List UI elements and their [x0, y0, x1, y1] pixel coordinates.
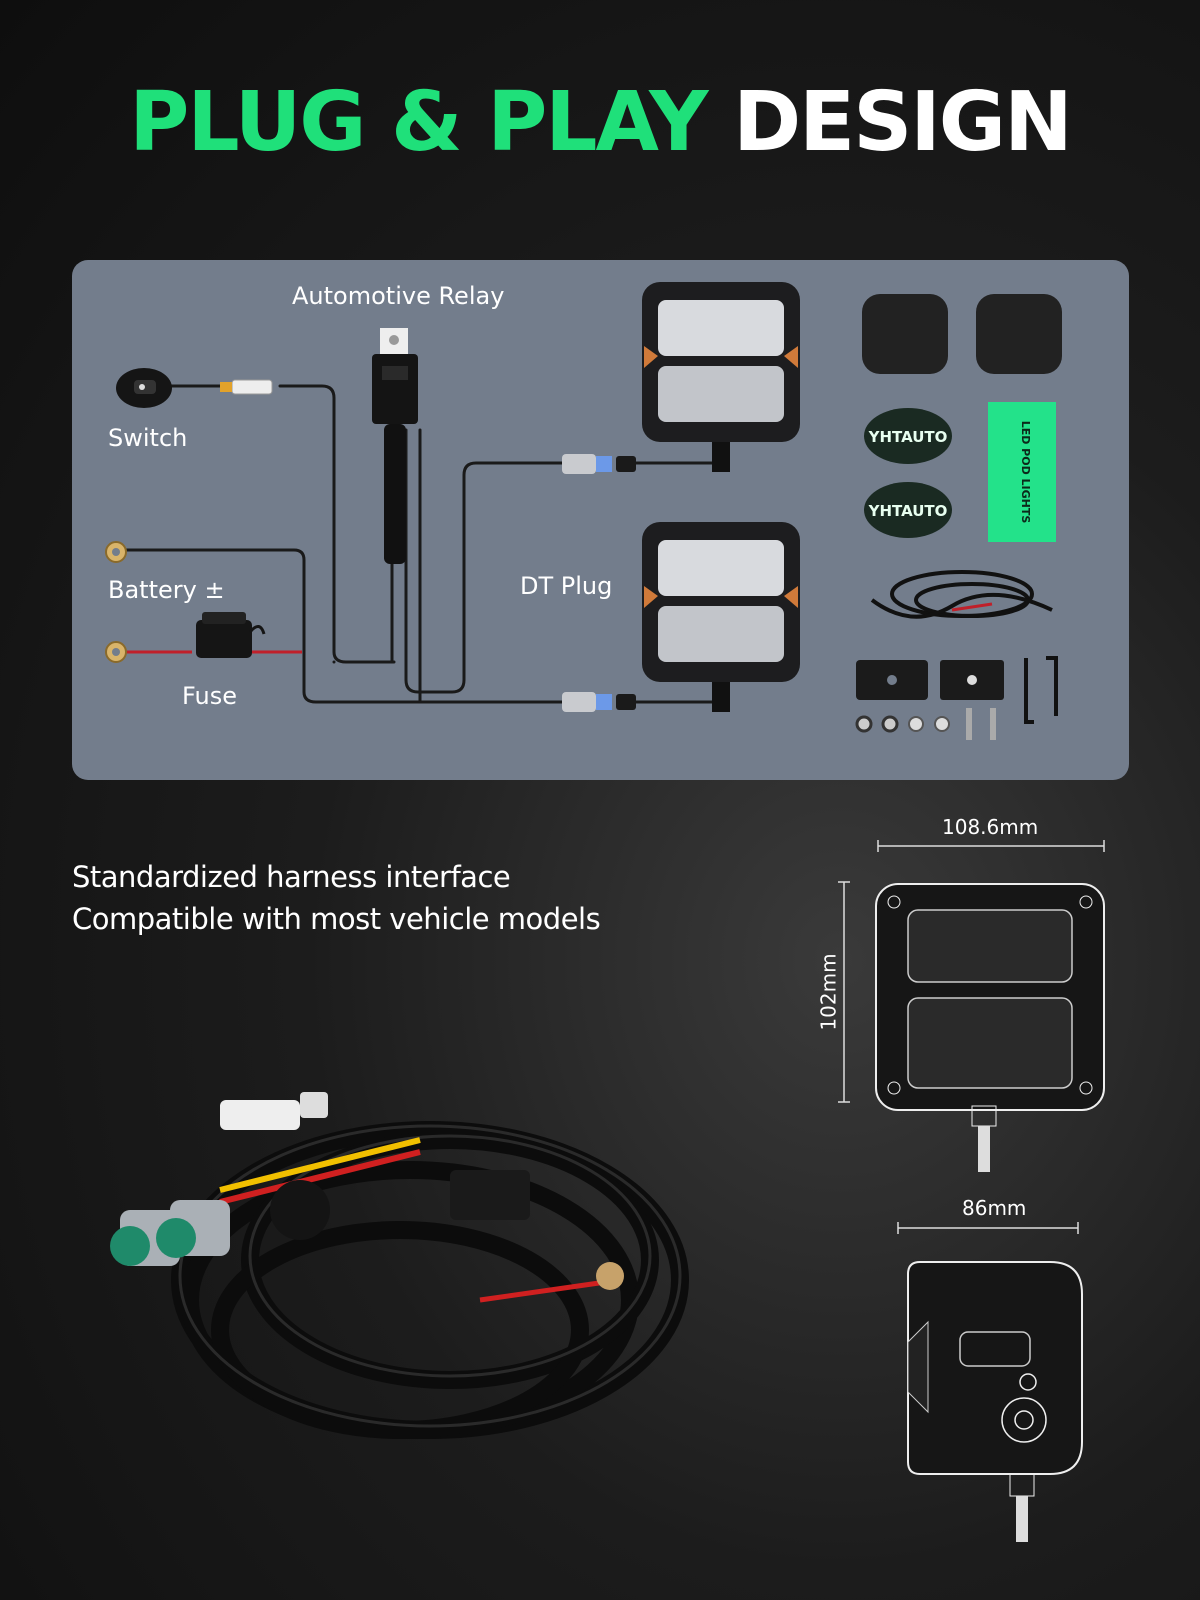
pod-light-icon: [642, 522, 800, 712]
label-fuse: Fuse: [182, 682, 237, 710]
label-dt-plug: DT Plug: [520, 572, 613, 600]
fuse-icon: [196, 612, 266, 658]
switch-icon: [116, 368, 172, 408]
sticker-icon: YHTAUTO YHTAUTO: [864, 408, 952, 538]
lens-cover-icon: [862, 294, 1062, 374]
svg-text:LED POD LIGHTS: LED POD LIGHTS: [1019, 421, 1032, 524]
wire-harness-icon: [870, 570, 1053, 619]
svg-text:YHTAUTO: YHTAUTO: [868, 502, 948, 520]
width-dimension-line: [877, 840, 1105, 852]
label-battery: Battery ±: [108, 576, 225, 604]
height-dimension-line: [838, 881, 850, 1103]
product-card-icon: LED POD LIGHTS: [988, 402, 1056, 542]
dim-height: 102mm: [816, 953, 841, 1031]
label-switch: Switch: [108, 424, 188, 452]
battery-terminal-icon: [105, 541, 127, 663]
tagline-line1: Standardized harness interface: [72, 860, 511, 894]
headline: PLUG & PLAY DESIGN: [0, 82, 1200, 164]
headline-accent: PLUG & PLAY: [129, 75, 708, 170]
front-view-drawing: [875, 883, 1105, 1172]
side-view-drawing: [907, 1261, 1083, 1542]
label-relay: Automotive Relay: [292, 282, 505, 310]
dim-depth: 86mm: [962, 1196, 1027, 1220]
wiring-diagram-panel: YHTAUTO YHTAUTO LED POD LIGHTS: [72, 260, 1129, 780]
dim-width: 108.6mm: [942, 815, 1039, 839]
headline-main: DESIGN: [733, 75, 1073, 170]
wiring-diagram: YHTAUTO YHTAUTO LED POD LIGHTS: [105, 282, 1062, 740]
pod-light-icon: [642, 282, 800, 472]
mounting-hardware-icon: [855, 656, 1058, 740]
wire-harness-image: [110, 1092, 689, 1439]
depth-dimension-line: [897, 1222, 1079, 1234]
dt-plug-icon: [562, 454, 636, 712]
relay-icon: [372, 328, 418, 564]
svg-text:YHTAUTO: YHTAUTO: [868, 428, 948, 446]
tagline-line2: Compatible with most vehicle models: [72, 902, 601, 936]
